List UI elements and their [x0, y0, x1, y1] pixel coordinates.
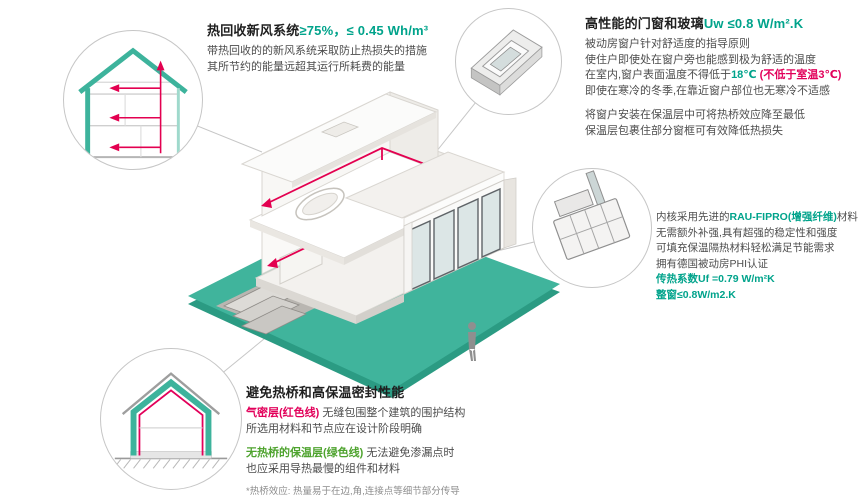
spacer	[246, 437, 465, 446]
profile-description-line: 拥有德国被动房PHI认证	[656, 257, 769, 270]
thermal-description-line: 所选用材料和节点应在设计阶段明确	[246, 422, 422, 435]
upper-slab-edge-left	[250, 220, 344, 265]
profile-line1-material: RAU-FIPRO(增强纤维)	[729, 211, 837, 223]
roof-vent-unit	[320, 121, 360, 138]
thermal-description-line: 也应采用导热最慢的组件和材料	[246, 462, 400, 475]
ventilation-title-value: ≥75%，≤ 0.45 Wh/m³	[299, 23, 429, 38]
bathtub	[295, 187, 345, 221]
ventilation-section: 热回收新风系统≥75%，≤ 0.45 Wh/m³ 带热回收的的新风系统采取防止热…	[207, 20, 428, 75]
slab-edge-left	[256, 278, 356, 324]
profile-description-line: 可填充保温隔热材料轻松满足节能需求	[656, 242, 835, 254]
human-figure	[468, 322, 476, 361]
windows-description-line: 在室内,窗户表面温度不得低于18℃ (不低于室温3℃)	[585, 68, 841, 84]
thermal-envelope-callout-circle	[100, 348, 242, 490]
glass-panels	[409, 187, 501, 292]
ventilation-callout-circle	[63, 30, 203, 170]
divider-wall	[403, 221, 413, 295]
profile-line1-tail: 材料	[836, 211, 858, 223]
insulation-layer-text: 无法避免渗漏点时	[363, 447, 455, 459]
main-roof-edge	[292, 112, 436, 188]
wing-side-wall	[503, 177, 517, 249]
window-frame-profile-icon	[553, 170, 631, 260]
profile-description-line: 无需额外补强,具有超强的稳定性和强度	[656, 226, 838, 239]
windows-description-line: 将窗户安装在保温层中可将热桥效应降至最低	[585, 109, 805, 121]
frame-profile-section: 内核采用先进的RAU-FIPRO(增强纤维)材料 无需额外补强,具有超强的稳定性…	[656, 210, 858, 303]
frame-profile-callout-circle	[532, 168, 652, 288]
slab-edge-front	[356, 294, 404, 324]
windows-description-line: 保温层包裹住部分窗框可有效降低热损失	[585, 124, 783, 137]
thermal-insulation-line: 无热桥的保温层(绿色线) 无法避免渗漏点时	[246, 446, 465, 462]
spacer	[585, 99, 841, 108]
windows-description-line: 使住户即使处在窗户旁也能感到极为舒适的温度	[585, 53, 816, 66]
window-corner-callout-circle	[455, 8, 562, 115]
thermal-section: 避免热桥和高保温密封性能 气密层(红色线) 无缝包围整个建筑的围护结构 所选用材…	[246, 382, 465, 500]
windows-title: 高性能的门窗和玻璃Uw ≤0.8 W/m².K	[585, 13, 841, 32]
duct-arrows	[261, 198, 278, 268]
house-section-ventilation-icon	[78, 47, 188, 159]
insulation-layer-label: 无热桥的保温层(绿色线)	[246, 447, 364, 459]
windows-title-label: 高性能的门窗和玻璃	[585, 16, 704, 31]
thermal-envelope-house-icon	[113, 372, 228, 469]
profile-description-line: 内核采用先进的RAU-FIPRO(增强纤维)材料	[656, 210, 858, 226]
thermal-airtight-line: 气密层(红色线) 无缝包围整个建筑的围护结构	[246, 406, 465, 422]
ventilation-title-label: 热回收新风系统	[207, 23, 300, 38]
ventilation-duct-upper	[269, 147, 431, 203]
exterior-stairs	[222, 285, 308, 335]
airtight-layer-label: 气密层(红色线)	[246, 407, 320, 419]
windows-line3-note: (不低于室温3℃)	[756, 69, 842, 81]
profile-u-value: 传热系数Uf =0.79 W/m²K	[656, 273, 775, 285]
windows-title-value: Uw ≤0.8 W/m².K	[703, 16, 804, 31]
airtight-layer-text: 无缝包围整个建筑的围护结构	[319, 407, 466, 419]
windows-section: 高性能的门窗和玻璃Uw ≤0.8 W/m².K 被动房窗户针对舒适度的指导原则 …	[585, 13, 841, 139]
ventilation-description-line: 其所节约的能量远超其运行所耗费的能量	[207, 60, 405, 73]
thermal-title: 避免热桥和高保温密封性能	[246, 385, 405, 400]
windows-description-line: 即使在寒冷的冬季,在靠近窗户部位也无寒冷不适感	[585, 84, 831, 97]
ventilation-title: 热回收新风系统≥75%，≤ 0.45 Wh/m³	[207, 20, 428, 39]
passive-house-3d-illustration	[188, 91, 560, 398]
ventilation-description-line: 带热回收的的新风系统采取防止热损失的措施	[207, 45, 427, 57]
profile-line1-text: 内核采用先进的	[656, 211, 730, 223]
windows-description-line: 被动房窗户针对舒适度的指导原则	[585, 38, 750, 50]
window-corner-detail-icon	[470, 29, 543, 96]
windows-line3-temp: 18℃	[731, 69, 757, 81]
profile-window-u-value: 整窗≤0.8W/m2.K	[656, 288, 736, 301]
windows-line3-text: 在室内,窗户表面温度不得低于	[585, 69, 732, 81]
